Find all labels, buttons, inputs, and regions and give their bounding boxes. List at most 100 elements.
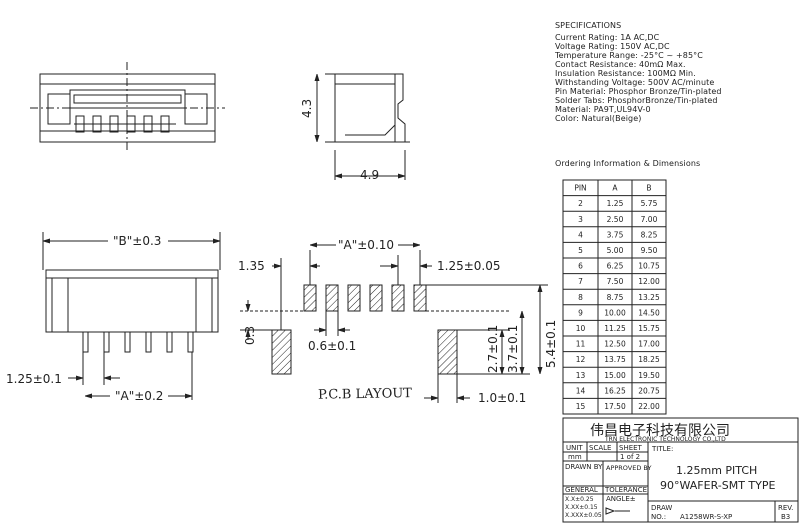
unit-label: UNIT xyxy=(566,444,583,452)
table-cell: 15 xyxy=(576,402,586,411)
tol-1: X.X±0.25 xyxy=(565,496,594,503)
table-cell: 3 xyxy=(578,215,583,224)
table-cell: 6 xyxy=(578,262,583,271)
spec-line: Contact Resistance: 40mΩ Max. xyxy=(555,60,686,69)
spec-heading: SPECIFICATIONS xyxy=(555,21,621,30)
table-cell: 5.00 xyxy=(607,246,624,255)
table-cell: 8 xyxy=(578,293,583,302)
table-cell: 14.50 xyxy=(638,308,660,317)
table-cell: 7 xyxy=(578,277,583,286)
bottom-pitch-label: 1.25±0.1 xyxy=(6,372,62,386)
draw-label: DRAW xyxy=(651,504,672,512)
title-label: TITLE: xyxy=(651,445,673,453)
tol-3: X.XXX±0.05 xyxy=(565,512,602,519)
table-cell: 16.25 xyxy=(604,386,626,395)
table-header-cell: PIN xyxy=(574,184,586,193)
no-label: NO.: xyxy=(651,513,666,521)
title-line2: 90°WAFER-SMT TYPE xyxy=(660,479,776,492)
table-cell: 12.50 xyxy=(604,340,626,349)
table-cell: 10 xyxy=(576,324,586,333)
general-label: GENERAL xyxy=(565,486,598,494)
pcb-gap-label: 0.3 xyxy=(243,326,257,345)
approved-by-label: APPROVED BY xyxy=(606,464,652,472)
spec-line: Current Rating: 1A AC,DC xyxy=(555,33,660,42)
table-cell: 15.00 xyxy=(604,371,626,380)
front-view-contacts xyxy=(74,115,176,133)
spec-lines: Current Rating: 1A AC,DC Voltage Rating:… xyxy=(554,33,722,123)
signal-pads xyxy=(303,284,427,312)
ordering-heading: Ordering Information & Dimensions xyxy=(555,159,700,168)
spec-line: Solder Tabs: PhosphorBronze/Tin-plated xyxy=(555,96,718,105)
pcb-tab-width-label: 1.0±0.1 xyxy=(478,391,526,405)
table-cell: 12.00 xyxy=(638,277,660,286)
table-cell: 1.25 xyxy=(607,199,624,208)
side-height-label: 4.3 xyxy=(300,99,314,118)
scale-label: SCALE xyxy=(589,444,611,452)
unit-value: mm xyxy=(568,453,582,461)
table-cell: 4 xyxy=(578,230,583,239)
table-cell: 7.50 xyxy=(607,277,624,286)
table-cell: 11.25 xyxy=(604,324,626,333)
table-cell: 13.75 xyxy=(604,355,626,364)
table-cell: 8.25 xyxy=(641,230,658,239)
table-cell: 2.50 xyxy=(607,215,624,224)
pcb-tab-height-label: 2.7±0.1 xyxy=(486,325,500,373)
spec-line: Insulation Resistance: 100MΩ Min. xyxy=(555,69,696,78)
table-cell: 8.75 xyxy=(607,293,624,302)
ordering-table: PIN A B 2 1.25 5.75 3 2.50 7.00 4 3.75 8.25 5 5.00 9.5… xyxy=(562,179,667,415)
table-cell: 17.00 xyxy=(638,340,660,349)
table-cell: 11 xyxy=(576,340,586,349)
spec-line: Withstanding Voltage: 500V AC/minute xyxy=(555,78,714,87)
table-cell: 2 xyxy=(578,199,583,208)
side-width-label: 4.9 xyxy=(360,168,379,182)
bottom-a-label: "A"±0.2 xyxy=(115,389,163,403)
mount-pad-left xyxy=(271,329,292,375)
table-cell: 12 xyxy=(576,355,586,364)
table-cell: 20.75 xyxy=(638,386,660,395)
table-cell: 7.00 xyxy=(641,215,658,224)
company-cn: 伟昌电子科技有限公司 xyxy=(590,423,730,439)
bottom-b-label: "B"±0.3 xyxy=(113,234,161,248)
table-cell: 5 xyxy=(578,246,583,255)
pcb-pitch-label: 1.25±0.05 xyxy=(437,259,501,273)
table-cell: 10.75 xyxy=(638,262,660,271)
spec-line: Pin Material: Phosphor Bronze/Tin-plated xyxy=(555,87,722,96)
table-cell: 9 xyxy=(578,308,583,317)
pcb-offset-label: 1.35 xyxy=(238,259,265,273)
table-cell: 15.75 xyxy=(638,324,660,333)
ordering-table-frame xyxy=(562,179,667,415)
table-cell: 18.25 xyxy=(638,355,660,364)
table-cell: 5.75 xyxy=(641,199,658,208)
table-header-cell: A xyxy=(612,184,618,193)
mount-pad-right xyxy=(437,329,458,375)
pcb-layout-title: P.C.B LAYOUT xyxy=(318,386,412,403)
pcb-a-label: "A"±0.10 xyxy=(338,238,394,252)
pcb-layout xyxy=(240,245,548,403)
table-cell: 19.50 xyxy=(638,371,660,380)
side-view xyxy=(317,73,410,180)
drawn-by-label: DRAWN BY xyxy=(565,463,603,471)
spec-line: Color: Natural(Beige) xyxy=(555,114,641,123)
table-cell: 13.25 xyxy=(638,293,660,302)
title-block xyxy=(562,417,799,523)
rev-value: B3 xyxy=(781,513,790,521)
table-cell: 3.75 xyxy=(607,230,624,239)
bottom-view xyxy=(42,232,221,400)
table-cell: 13 xyxy=(576,371,586,380)
company-en: TRN ELECTRONIC TECHNOLOGY CO.,LTD xyxy=(604,436,726,443)
bottom-view-pins xyxy=(82,331,194,353)
pcb-overall-label: 5.4±0.1 xyxy=(544,320,558,368)
table-cell: 17.50 xyxy=(604,402,626,411)
part-number: A1258WR-S-XP xyxy=(680,513,732,521)
table-cell: 9.50 xyxy=(641,246,658,255)
table-cell: 6.25 xyxy=(607,262,624,271)
title-line1: 1.25mm PITCH xyxy=(676,464,757,477)
sheet-label: SHEET xyxy=(619,444,643,452)
table-header-cell: B xyxy=(646,184,651,193)
front-view xyxy=(30,62,225,152)
spec-line: Voltage Rating: 150V AC,DC xyxy=(555,42,670,51)
pcb-pad-width-label: 0.6±0.1 xyxy=(308,339,356,353)
sheet-value: 1 of 2 xyxy=(620,453,640,461)
rev-label: REV. xyxy=(778,504,793,512)
